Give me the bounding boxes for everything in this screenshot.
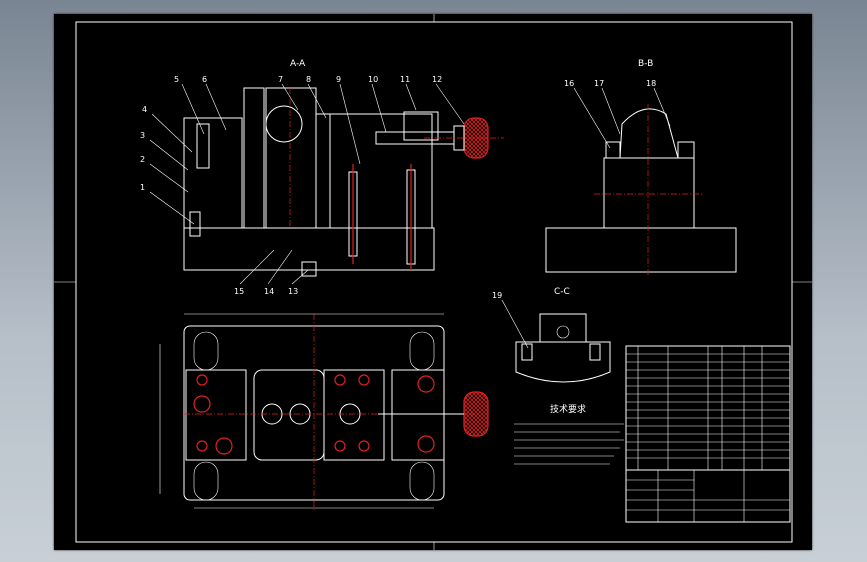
section-bb-view: B-B 16 17 18 [545, 59, 737, 276]
part-label-4: 4 [142, 105, 147, 114]
part-label-14: 14 [264, 287, 274, 296]
part-label-15: 15 [234, 287, 244, 296]
part-label-18: 18 [646, 79, 656, 88]
plan-view [159, 313, 489, 510]
part-label-16: 16 [564, 79, 574, 88]
drawing-border [75, 21, 793, 543]
part-label-8: 8 [306, 75, 311, 84]
part-label-13: 13 [288, 287, 298, 296]
drawing-sheet: A-A [54, 14, 812, 550]
technical-requirements: 技术要求 [514, 403, 624, 465]
part-label-19: 19 [492, 291, 502, 300]
section-bb-title: B-B [638, 59, 653, 69]
section-aa-title: A-A [290, 59, 306, 69]
part-label-1: 1 [140, 183, 145, 192]
section-cc-title: C-C [554, 287, 570, 297]
part-label-2: 2 [140, 155, 145, 164]
part-label-12: 12 [432, 75, 442, 84]
part-label-10: 10 [368, 75, 378, 84]
part-label-6: 6 [202, 75, 207, 84]
tech-req-heading: 技术要求 [550, 403, 586, 415]
part-label-17: 17 [594, 79, 604, 88]
parts-list-table [625, 345, 791, 471]
section-aa-view: A-A [140, 59, 504, 296]
part-label-3: 3 [140, 131, 145, 140]
part-label-7: 7 [278, 75, 283, 84]
cad-drawing: A-A [54, 14, 812, 550]
part-label-11: 11 [400, 75, 410, 84]
title-block [625, 469, 791, 523]
part-label-5: 5 [174, 75, 179, 84]
part-label-9: 9 [336, 75, 341, 84]
section-cc-view: C-C 19 [492, 287, 611, 383]
